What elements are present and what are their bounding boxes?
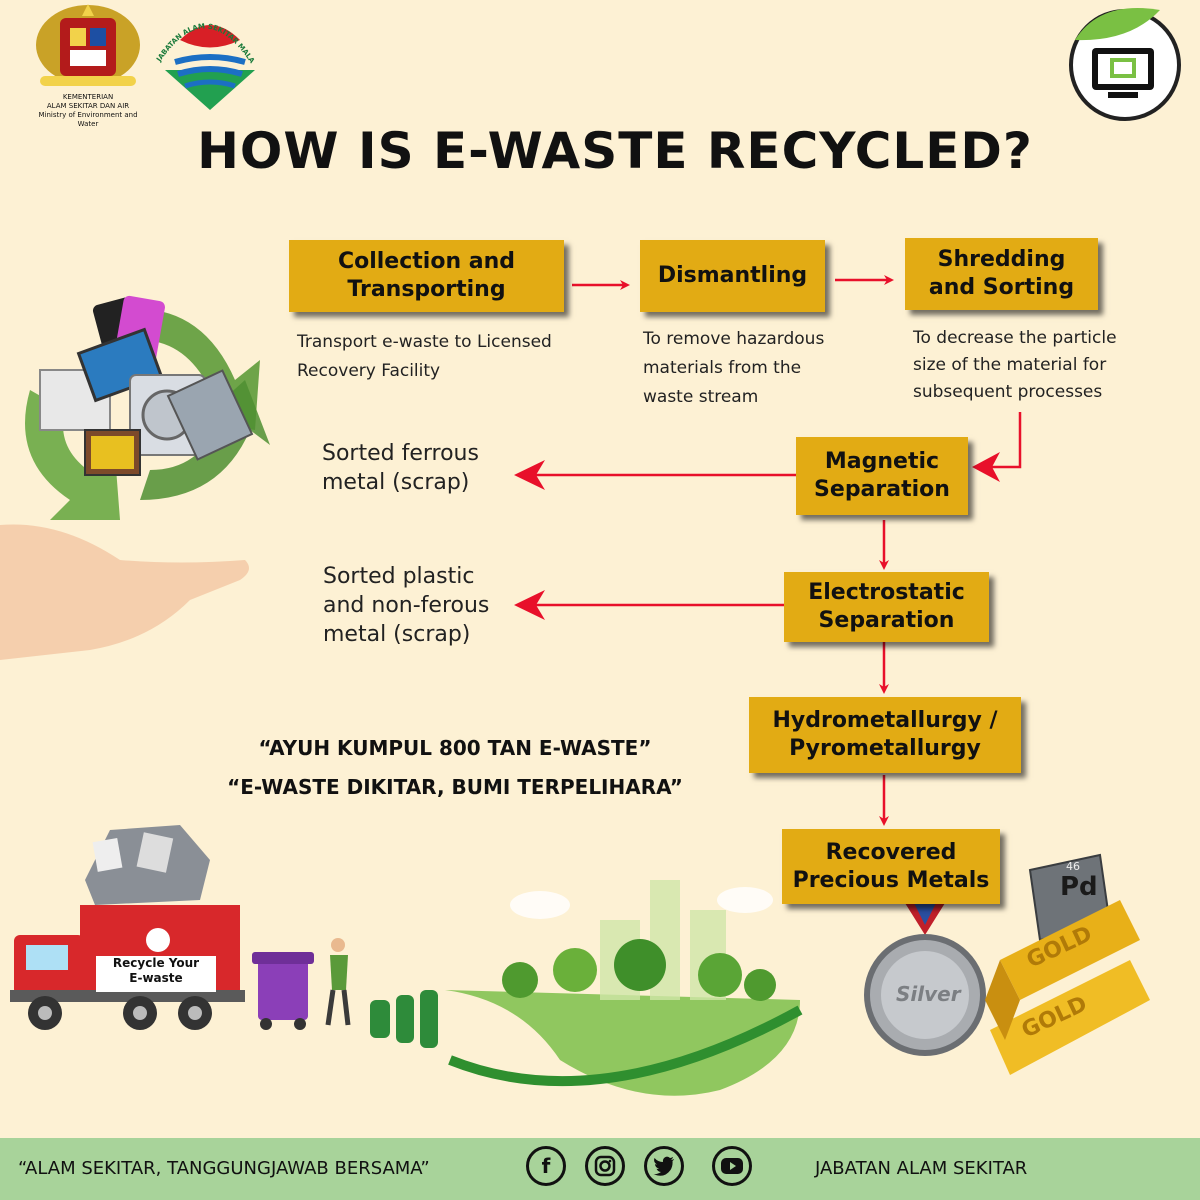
output-plastic-line-3: metal (scrap) xyxy=(323,622,471,647)
e-waste-recycle-illustration xyxy=(25,295,270,520)
jas-arc-text: JABATAN ALAM SEKITAR MALAYSIA xyxy=(150,0,256,65)
step-collection-desc-2: Recovery Facility xyxy=(297,361,441,381)
step-electrostatic-label-2: Separation xyxy=(818,608,955,633)
person-illustration xyxy=(325,938,351,1026)
computer-recycle-icon xyxy=(1069,8,1181,121)
flow-arrows xyxy=(514,275,1022,826)
slogan-line-2: “E-WASTE DIKITAR, BUMI TERPELIHARA” xyxy=(227,775,683,799)
palladium-number: 46 xyxy=(1066,860,1080,873)
recycling-truck-illustration xyxy=(10,825,245,1030)
step-shredding-description: To decrease the particle size of the mat… xyxy=(913,325,1117,406)
instagram-icon[interactable] xyxy=(585,1146,625,1186)
instagram-glyph xyxy=(594,1155,616,1177)
step-collection-desc-1: Transport e-waste to Licensed xyxy=(297,332,552,352)
step-dismantling-description: To remove hazardous materials from the w… xyxy=(643,325,824,412)
jas-logo xyxy=(165,25,255,110)
ministry-line-1: KEMENTERIAN xyxy=(62,93,114,101)
svg-text:JABATAN ALAM SEKITAR MALAYSIA: JABATAN ALAM SEKITAR MALAYSIA xyxy=(150,0,256,65)
page-title: HOW IS E-WASTE RECYCLED? xyxy=(197,122,1033,180)
recycling-bin-illustration xyxy=(252,952,314,1030)
output-plastic-line-1: Sorted plastic xyxy=(323,564,475,589)
step-metallurgy-label-2: Pyrometallurgy xyxy=(789,736,981,761)
step-shredding-sorting: Shredding and Sorting xyxy=(905,238,1098,310)
step-collection-transporting: Collection and Transporting xyxy=(289,240,564,312)
step-shredding-desc-1: To decrease the particle xyxy=(913,328,1117,348)
silver-medal-label: Silver xyxy=(896,982,961,1006)
step-magnetic-label-1: Magnetic xyxy=(824,449,940,474)
step-recovered-label-1: Recovered xyxy=(825,839,957,865)
step-dismantling-desc-1: To remove hazardous xyxy=(643,329,825,349)
palladium-symbol: Pd xyxy=(1060,872,1098,902)
twitter-glyph xyxy=(653,1156,674,1176)
step-shredding-desc-2: size of the material for xyxy=(913,355,1107,375)
youtube-icon[interactable] xyxy=(712,1146,752,1186)
output-ferrous-line-2: metal (scrap) xyxy=(322,470,470,495)
youtube-glyph xyxy=(721,1158,743,1174)
step-dismantling-desc-2: materials from the xyxy=(643,358,802,378)
step-magnetic-separation: Magnetic Separation xyxy=(796,437,968,515)
truck-label-line-1: Recycle Your xyxy=(112,956,200,970)
hand-illustration xyxy=(0,524,249,660)
step-shredding-label-2: and Sorting xyxy=(928,275,1075,300)
truck-label: Recycle Your E-waste xyxy=(96,956,216,992)
step-shredding-label-1: Shredding xyxy=(937,247,1066,272)
output-plastic-nonferrous-metal: Sorted plastic and non-ferous metal (scr… xyxy=(323,562,489,649)
twitter-icon[interactable] xyxy=(644,1146,684,1186)
output-ferrous-line-1: Sorted ferrous xyxy=(322,441,479,466)
step-metallurgy-label-1: Hydrometallurgy / xyxy=(772,708,998,733)
ministry-line-3: Ministry of Environment and Water xyxy=(38,111,138,128)
footer-agency: JABATAN ALAM SEKITAR xyxy=(815,1158,1028,1179)
slogan-line-1: “AYUH KUMPUL 800 TAN E-WASTE” xyxy=(258,736,652,760)
step-electrostatic-separation: Electrostatic Separation xyxy=(784,572,989,642)
step-collection-description: Transport e-waste to Licensed Recovery F… xyxy=(297,328,552,386)
step-dismantling: Dismantling xyxy=(640,240,825,312)
output-ferrous-metal: Sorted ferrous metal (scrap) xyxy=(322,439,479,497)
step-collection-label-2: Transporting xyxy=(347,277,506,302)
footer-motto: “ALAM SEKITAR, TANGGUNGJAWAB BERSAMA” xyxy=(18,1158,430,1179)
step-recovered-label-2: Precious Metals xyxy=(792,867,990,893)
step-collection-label-1: Collection and xyxy=(337,249,516,274)
step-hydro-pyrometallurgy: Hydrometallurgy / Pyrometallurgy xyxy=(749,697,1021,773)
step-dismantling-desc-3: waste stream xyxy=(643,387,759,407)
step-shredding-desc-3: subsequent processes xyxy=(913,382,1103,402)
facebook-icon[interactable]: f xyxy=(526,1146,566,1186)
step-recovered-precious-metals: Recovered Precious Metals xyxy=(782,829,1000,904)
step-electrostatic-label-1: Electrostatic xyxy=(808,580,965,605)
footer-bar: “ALAM SEKITAR, TANGGUNGJAWAB BERSAMA” f … xyxy=(0,1138,1200,1200)
step-dismantling-label: Dismantling xyxy=(657,263,808,288)
step-magnetic-label-2: Separation xyxy=(814,477,950,502)
eco-city-illustration xyxy=(370,880,803,1096)
ministry-crest-logo xyxy=(36,4,140,86)
ministry-line-2: ALAM SEKITAR DAN AIR xyxy=(46,102,130,110)
jas-arc-label: JABATAN ALAM SEKITAR MALAYSIA xyxy=(150,0,256,65)
output-plastic-line-2: and non-ferous xyxy=(323,593,490,618)
truck-label-line-2: E-waste xyxy=(129,971,183,985)
precious-metals-illustration xyxy=(864,853,1150,1075)
ministry-name: KEMENTERIAN ALAM SEKITAR DAN AIR Ministr… xyxy=(28,93,148,129)
